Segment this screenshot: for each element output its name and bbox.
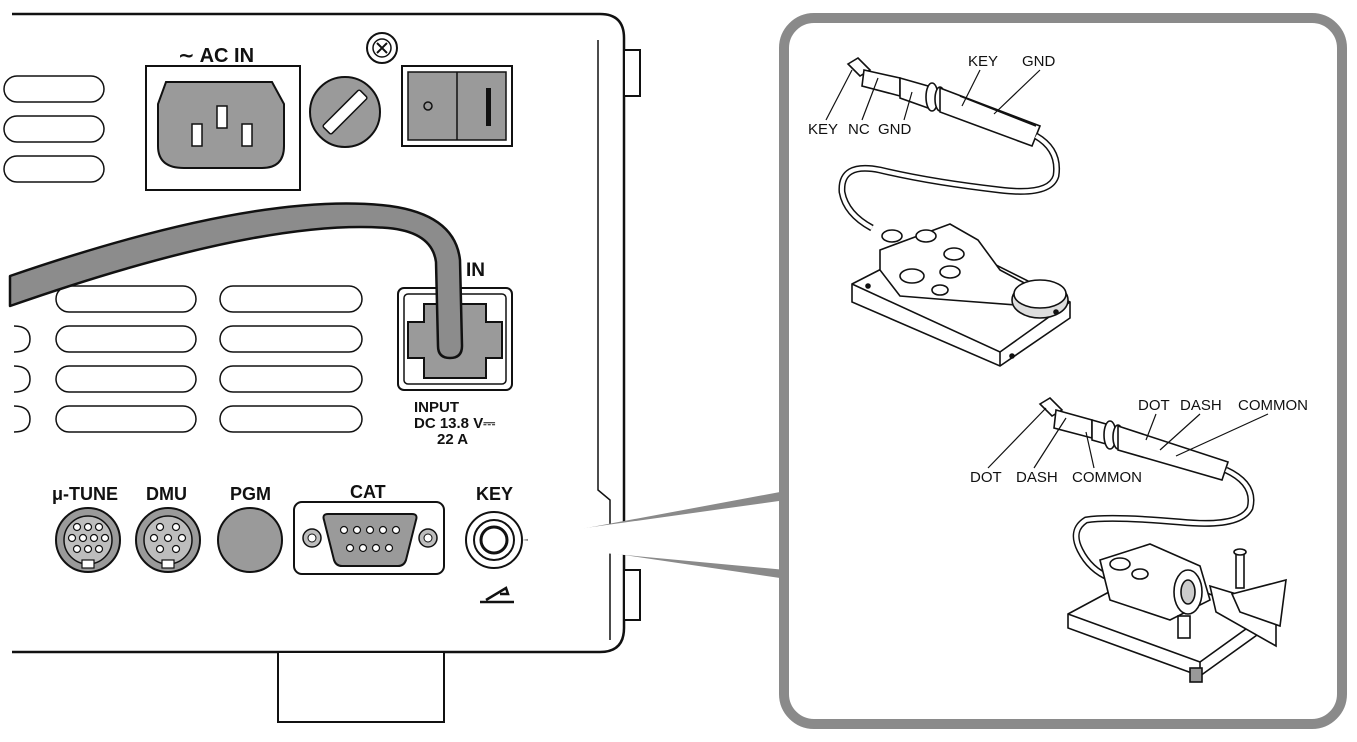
paddle-plug-label-dash: DASH bbox=[1016, 469, 1058, 486]
mu-tune-connector bbox=[55, 507, 121, 573]
dmu-label: DMU bbox=[146, 484, 187, 504]
straight-key-cable-inner bbox=[839, 134, 1059, 230]
straight-key-plug-label-gnd: GND bbox=[878, 121, 912, 138]
paddle-plug-label-common: COMMON bbox=[1072, 469, 1142, 486]
dmu-connector bbox=[135, 507, 201, 573]
paddle-top-label-dot: DOT bbox=[1138, 397, 1170, 414]
paddle-top-label-common: COMMON bbox=[1238, 397, 1308, 414]
cat-label: CAT bbox=[350, 482, 386, 502]
straight-key-leader-lines bbox=[825, 69, 1041, 121]
callout-arrow bbox=[522, 492, 786, 578]
mu-tune-label: μ-TUNE bbox=[52, 484, 118, 504]
cat-connector bbox=[293, 501, 445, 575]
straight-key-top-label-gnd: GND bbox=[1022, 53, 1056, 70]
power-switch bbox=[401, 65, 513, 147]
ac-in-label: ∼ AC IN bbox=[178, 45, 254, 67]
straight-key-top-label-key: KEY bbox=[968, 53, 998, 70]
dc-in-label: IN bbox=[466, 260, 485, 281]
straight-key-plug bbox=[846, 56, 1042, 148]
callout-frame bbox=[779, 13, 1347, 729]
key-jack-label: KEY bbox=[476, 484, 513, 504]
paddle-plug-label-dot: DOT bbox=[970, 469, 1002, 486]
input-label: INPUT bbox=[414, 399, 459, 416]
key-jack bbox=[465, 511, 523, 569]
ac-inlet bbox=[145, 65, 301, 191]
pgm-connector bbox=[217, 507, 283, 573]
fuse-holder bbox=[309, 76, 381, 148]
straight-key-body bbox=[851, 223, 1071, 367]
paddle-leader-lines bbox=[987, 407, 1269, 469]
pgm-label: PGM bbox=[230, 484, 271, 504]
straight-key-plug-label-key: KEY bbox=[808, 121, 838, 138]
input-voltage-label: DC 13.8 V⎓ bbox=[414, 415, 495, 432]
vent-slots-top bbox=[3, 75, 105, 183]
paddle-plug bbox=[1038, 396, 1230, 481]
cw-key-symbol-icon bbox=[480, 586, 514, 604]
paddle-cable-inner bbox=[1074, 468, 1253, 580]
paddle-labels: DOT DASH COMMON DOT DASH COMMON bbox=[970, 397, 1308, 486]
straight-key-labels: KEY GND KEY NC GND bbox=[808, 53, 1056, 138]
input-current-label: 22 A bbox=[437, 431, 468, 448]
paddle-top-label-dash: DASH bbox=[1180, 397, 1222, 414]
dc-power-cable bbox=[8, 202, 464, 360]
ground-screw-icon bbox=[366, 32, 398, 64]
straight-key-plug-label-nc: NC bbox=[848, 121, 870, 138]
paddle-body bbox=[1067, 543, 1287, 683]
vent-slots-middle bbox=[13, 285, 363, 433]
